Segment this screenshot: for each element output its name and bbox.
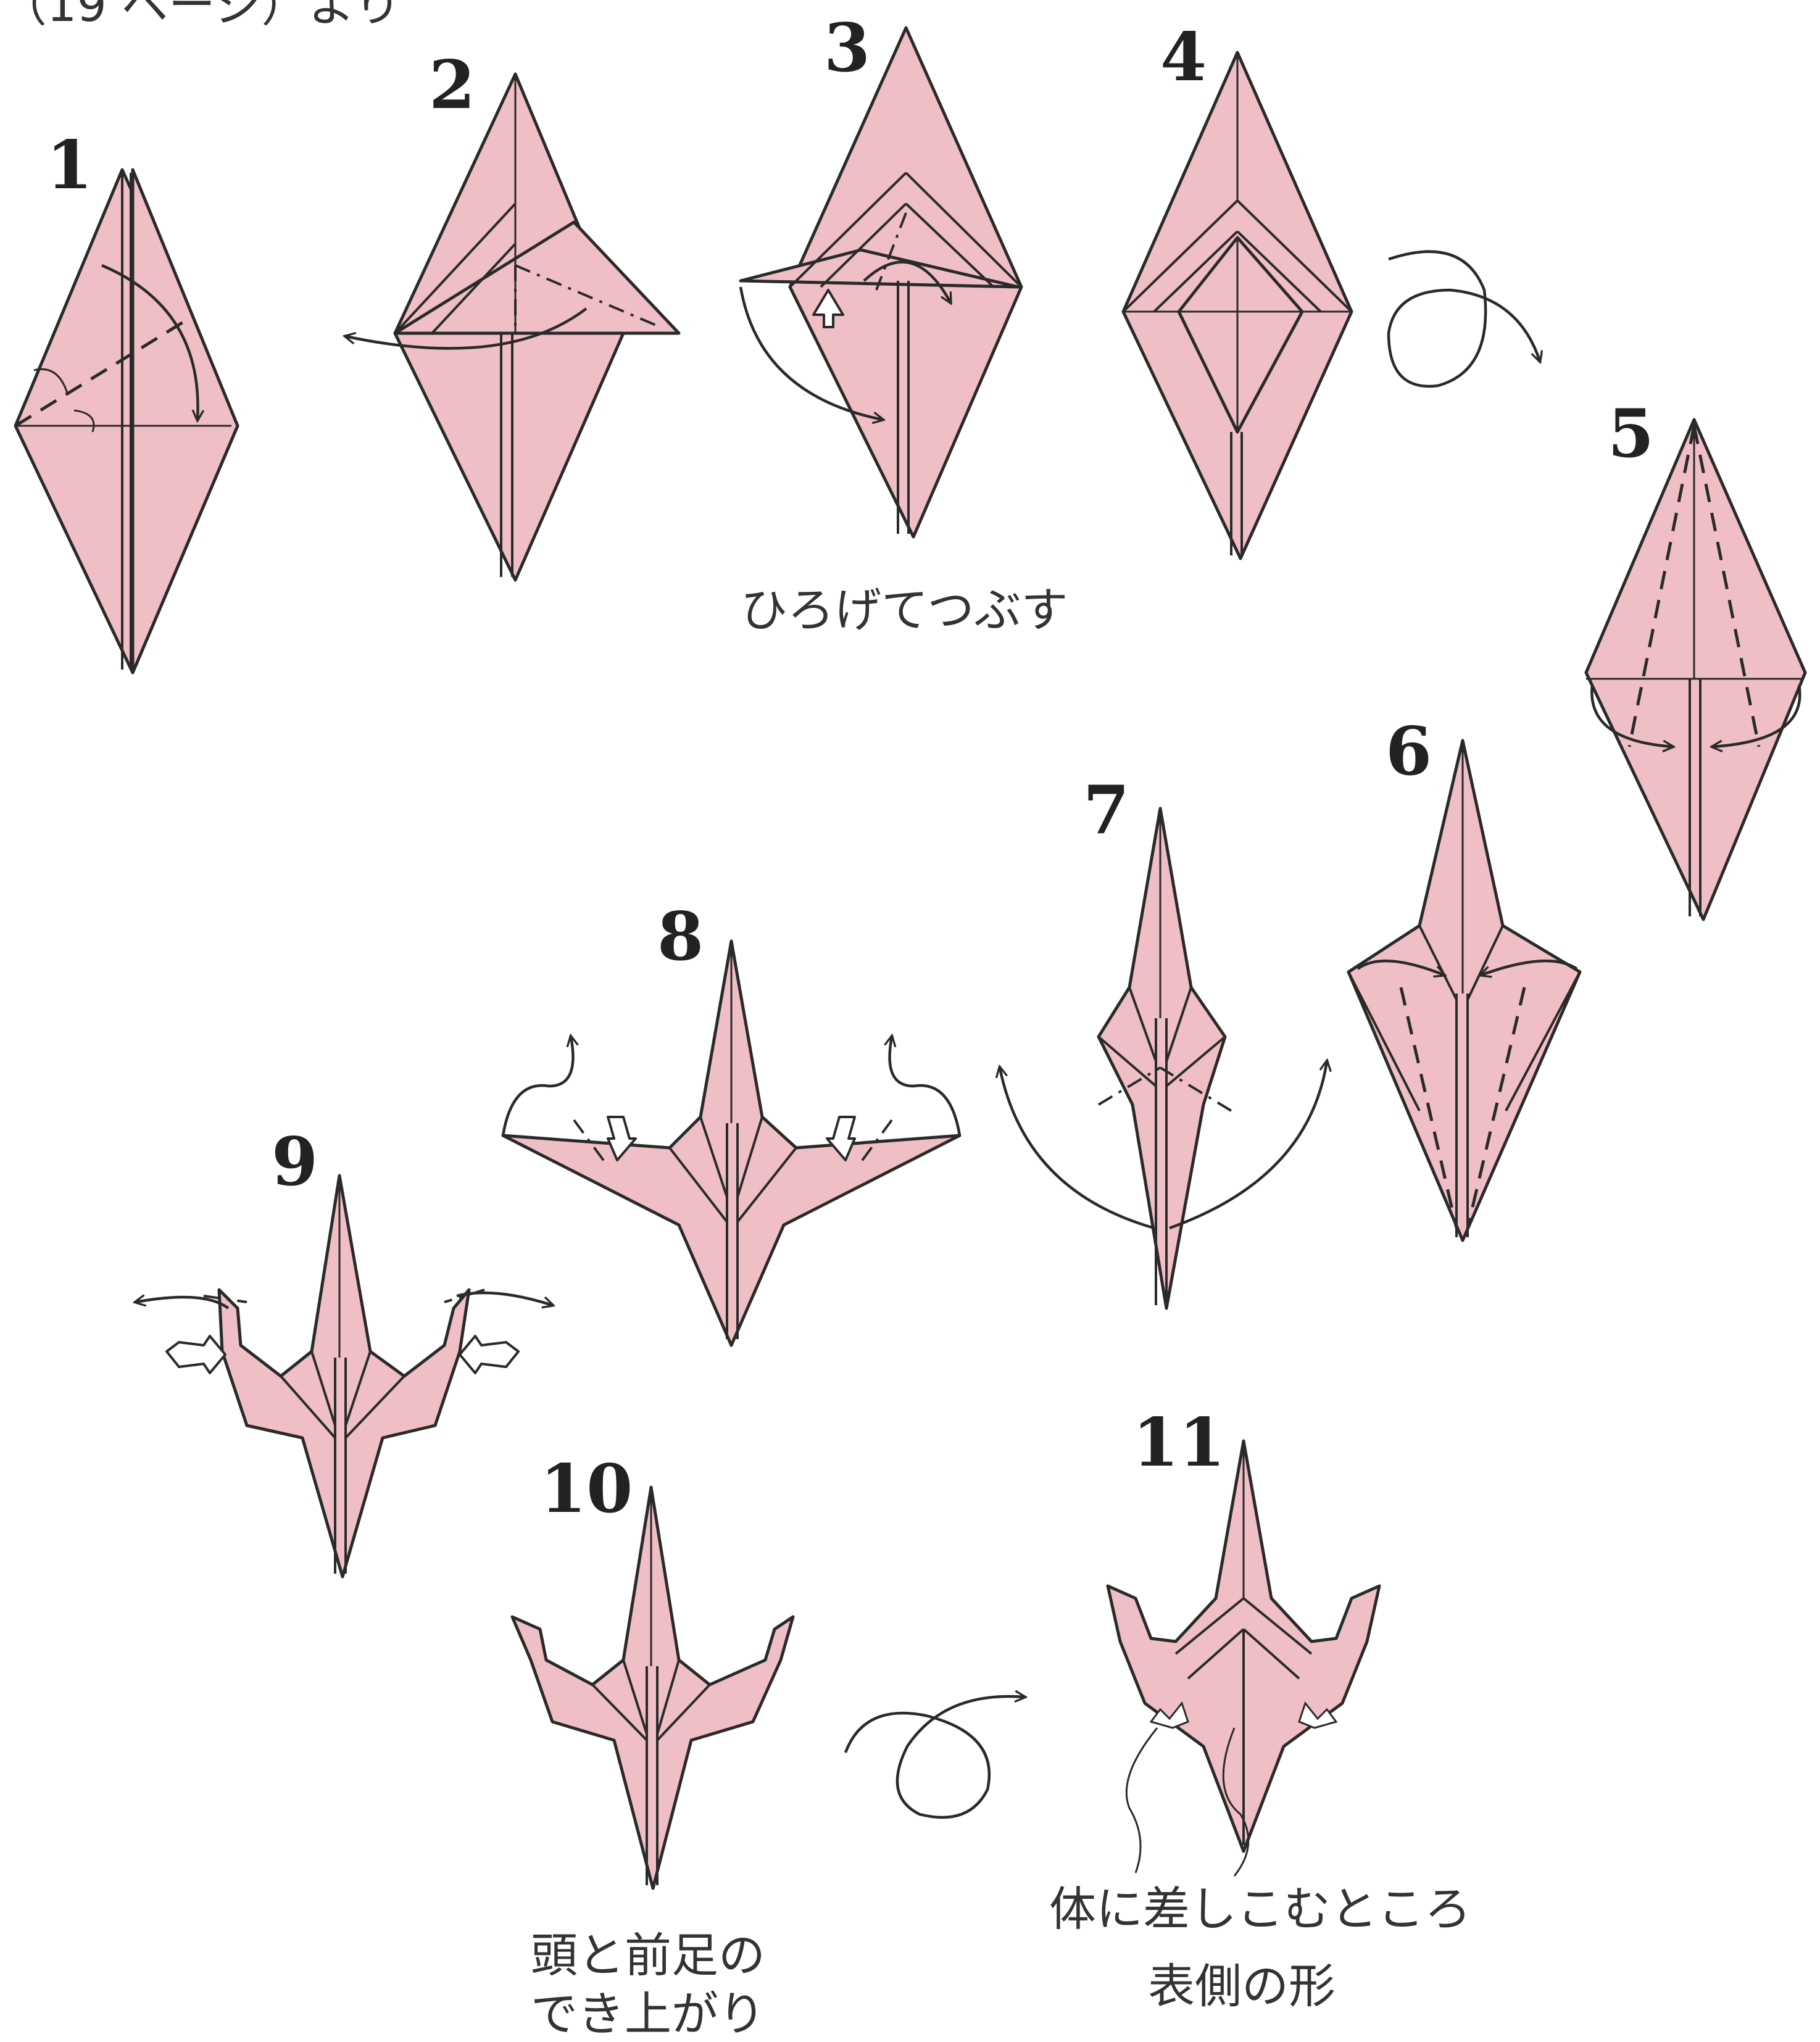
step-2-number: 2 (429, 46, 475, 124)
spread-squash-caption: ひろげてつぶす (741, 583, 1068, 637)
step-6-diagram: 6 (1348, 713, 1580, 1240)
push-arrow (167, 1336, 225, 1373)
step-7-number: 7 (1083, 771, 1129, 849)
step-8-diagram: 8 (503, 898, 960, 1345)
step-4-number: 4 (1160, 19, 1207, 96)
step-10-diagram: 10 頭と前足の でき上がり (512, 1450, 793, 2041)
step-8-number: 8 (657, 898, 704, 976)
valley-fold-arrow (503, 1037, 573, 1135)
step-7-diagram: 7 (1000, 771, 1327, 1308)
source-note: （19 ページ）より (0, 0, 401, 32)
valley-fold-arrow (457, 1293, 552, 1305)
head-forelegs-caption-line2: でき上がり (531, 1986, 765, 2041)
step-9-number: 9 (272, 1123, 318, 1201)
head-forelegs-caption-line1: 頭と前足の (531, 1928, 765, 1983)
step-11-diagram: 11 体に差しこむところ 表側の形 (1049, 1404, 1471, 2014)
valley-fold-arrow (136, 1297, 228, 1308)
step-10-number: 10 (540, 1450, 633, 1528)
turn-over-icon (846, 1696, 1024, 1817)
turn-over-icon (1389, 252, 1540, 386)
step-5-number: 5 (1608, 395, 1654, 473)
step-2-diagram: 2 (346, 46, 679, 580)
step-3-diagram: 3 ひろげてつぶす (741, 9, 1068, 637)
valley-fold-arrow (890, 1037, 960, 1135)
insert-into-body-caption: 体に差しこむところ (1049, 1882, 1471, 1936)
push-arrow (460, 1336, 518, 1373)
step-1-number: 1 (46, 127, 93, 204)
step-9-diagram: 9 (136, 1123, 552, 1577)
step-6-number: 6 (1386, 713, 1432, 791)
step-1-diagram: 1 (15, 127, 238, 673)
step-5-diagram: 5 (1586, 395, 1805, 919)
front-view-caption: 表側の形 (1148, 1959, 1336, 2014)
step-11-number: 11 (1132, 1404, 1225, 1482)
step-4-diagram: 4 (1123, 19, 1352, 558)
step-3-number: 3 (824, 9, 870, 87)
